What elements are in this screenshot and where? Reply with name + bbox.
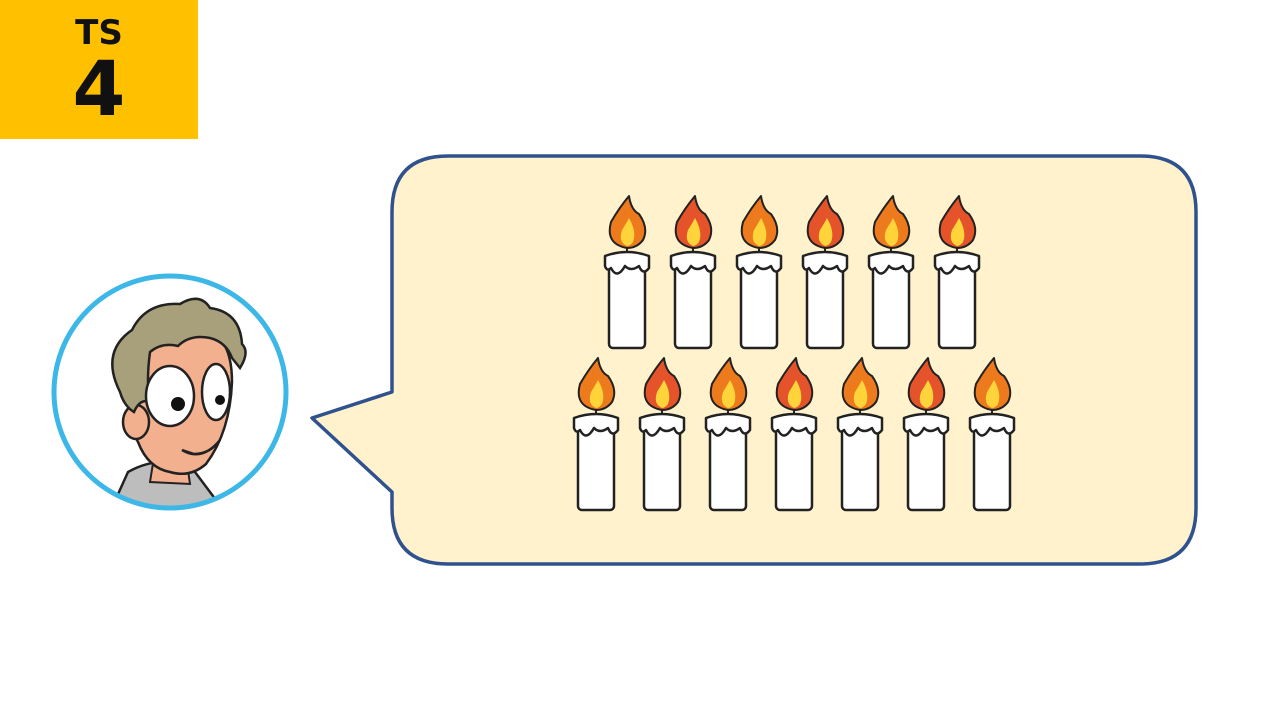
candle-icon xyxy=(572,357,620,512)
candle-icon xyxy=(603,195,651,350)
candle-icon xyxy=(902,357,950,512)
candle-icon xyxy=(669,195,717,350)
candle-icon xyxy=(867,195,915,350)
badge-label: TS xyxy=(75,12,123,53)
candle-icon xyxy=(933,195,981,350)
candle-icon xyxy=(836,357,884,512)
candle-icon xyxy=(801,195,849,350)
cartoon-boy-avatar-icon xyxy=(51,273,289,511)
candle-icon xyxy=(968,357,1016,512)
speech-bubble xyxy=(310,154,1198,566)
section-badge: TS 4 xyxy=(0,0,198,139)
candle-icon xyxy=(735,195,783,350)
candle-group xyxy=(572,195,1016,512)
candle-icon xyxy=(770,357,818,512)
badge-number: 4 xyxy=(72,43,126,133)
candle-icon xyxy=(704,357,752,512)
candle-icon xyxy=(638,357,686,512)
